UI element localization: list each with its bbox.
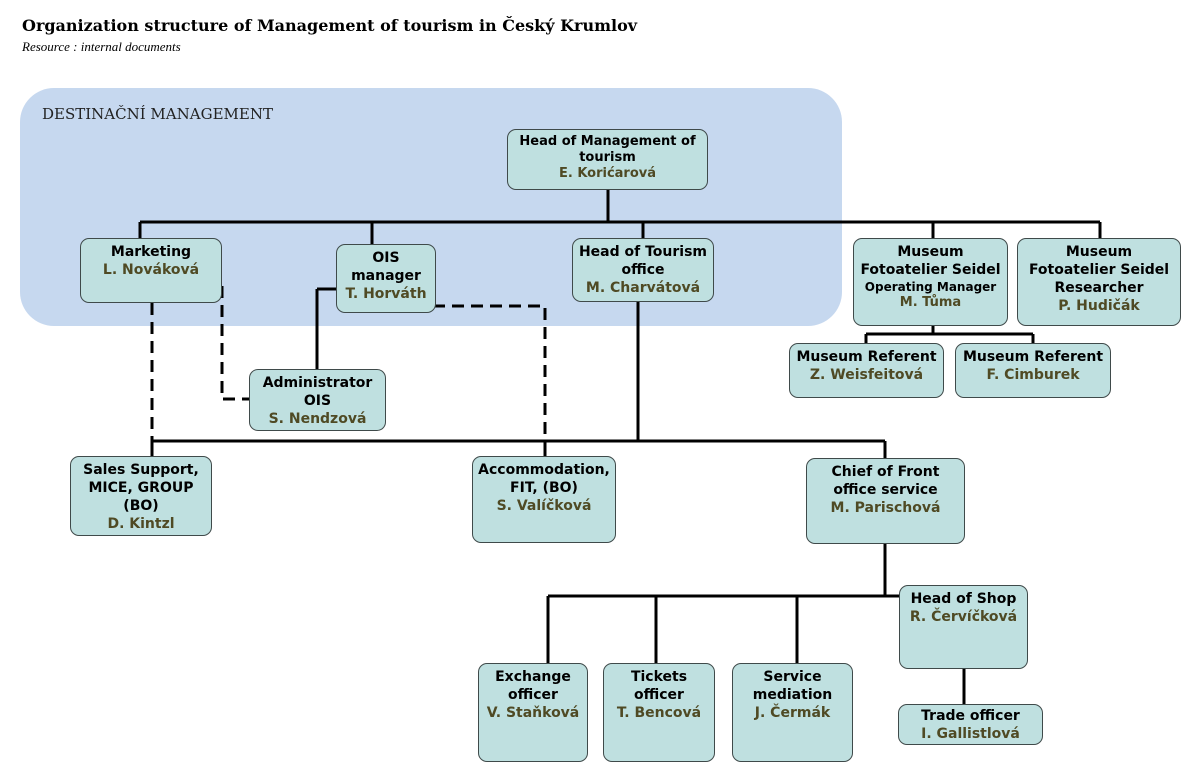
- region-label: DESTINAČNÍ MANAGEMENT: [42, 105, 273, 123]
- node-sales-support: Sales Support, MICE, GROUP (BO) D. Kintz…: [70, 456, 212, 536]
- node-trade-officer: Trade officer I. Gallistlová: [898, 704, 1043, 745]
- node-person: R. Červíčková: [909, 609, 1018, 625]
- node-person: J. Čermák: [754, 705, 831, 721]
- node-ois-manager: OIS manager T. Horváth: [336, 244, 436, 313]
- node-museum-researcher: Museum Fotoatelier Seidel Researcher P. …: [1017, 238, 1181, 326]
- node-museum-referent-2: Museum Referent F. Cimburek: [955, 343, 1111, 398]
- node-person: D. Kintzl: [107, 516, 175, 532]
- node-title: Museum Fotoatelier Seidel Researcher: [1028, 244, 1170, 296]
- diagram-source: Resource : internal documents: [22, 39, 181, 54]
- dashed-marketing-to-admin: [220, 286, 249, 401]
- node-person: V. Staňková: [486, 705, 580, 721]
- node-title: Chief of Front office service: [831, 464, 940, 498]
- node-person: M. Parischová: [830, 500, 941, 516]
- node-tickets-officer: Tickets officer T. Bencová: [603, 663, 715, 762]
- node-person: T. Horváth: [345, 286, 427, 302]
- node-subtitle: Operating Manager: [864, 280, 997, 294]
- node-title: Marketing: [110, 244, 192, 260]
- node-person: F. Cimburek: [986, 367, 1080, 383]
- node-person: S. Nendzová: [268, 411, 367, 427]
- node-title: Tickets officer: [630, 669, 688, 703]
- node-title: Museum Referent: [796, 349, 937, 365]
- node-person: I. Gallistlová: [921, 726, 1020, 742]
- node-person: P. Hudičák: [1058, 298, 1140, 314]
- node-person: M. Charvátová: [585, 280, 701, 296]
- node-museum-referent-1: Museum Referent Z. Weisfeitová: [789, 343, 944, 398]
- node-title: Head of Management of tourism: [519, 134, 696, 165]
- node-person: L. Nováková: [102, 262, 200, 278]
- node-person: E. Korićarová: [558, 166, 657, 181]
- node-title: Museum Fotoatelier Seidel: [860, 244, 1001, 278]
- node-chief-of-front-office: Chief of Front office service M. Parisch…: [806, 458, 965, 544]
- node-accommodation: Accommodation, FIT, (BO) S. Valíčková: [472, 456, 616, 543]
- diagram-title: Organization structure of Management of …: [22, 16, 638, 35]
- node-museum-operating-manager: Museum Fotoatelier Seidel Operating Mana…: [853, 238, 1008, 326]
- node-person: S. Valíčková: [496, 498, 592, 514]
- node-service-mediation: Service mediation J. Čermák: [732, 663, 853, 762]
- node-title: Head of Tourism office: [578, 244, 708, 278]
- node-title: Museum Referent: [962, 349, 1104, 365]
- node-marketing: Marketing L. Nováková: [80, 238, 222, 303]
- node-exchange-officer: Exchange officer V. Staňková: [478, 663, 588, 762]
- dashed-ois-to-accommodation: [433, 304, 547, 441]
- node-title: Sales Support, MICE, GROUP (BO): [83, 462, 199, 514]
- node-title: Exchange officer: [495, 669, 571, 703]
- node-administrator-ois: Administrator OIS S. Nendzová: [249, 369, 386, 431]
- node-title: Trade officer: [921, 708, 1020, 724]
- node-title: Head of Shop: [910, 591, 1017, 607]
- node-title: Service mediation: [752, 669, 833, 703]
- node-title: OIS manager: [351, 250, 421, 284]
- node-person: T. Bencová: [616, 705, 702, 721]
- node-person: Z. Weisfeitová: [809, 367, 924, 383]
- node-head-of-tourism-office: Head of Tourism office M. Charvátová: [572, 238, 714, 302]
- node-head-of-management: Head of Management of tourism E. Korićar…: [507, 129, 708, 190]
- node-title: Accommodation, FIT, (BO): [478, 462, 610, 496]
- node-person: M. Tůma: [899, 295, 962, 310]
- node-head-of-shop: Head of Shop R. Červíčková: [899, 585, 1028, 669]
- node-title: Administrator OIS: [262, 375, 373, 409]
